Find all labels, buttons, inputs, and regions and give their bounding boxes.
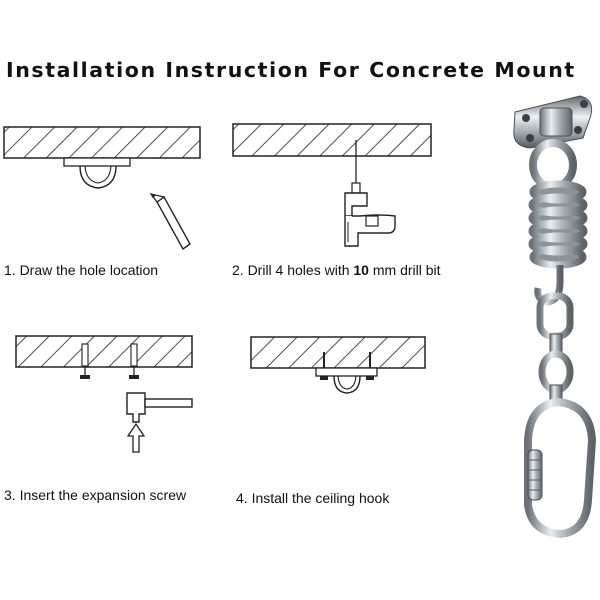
pencil-icon: [149, 193, 191, 251]
step4-illustration: [250, 336, 426, 394]
swing-hanger-product-image: [513, 95, 597, 539]
arrow-up-icon: [126, 422, 146, 453]
drill-icon: [344, 182, 396, 247]
step1-caption: 1. Draw the hole location: [4, 262, 159, 278]
step3-caption: 3. Insert the expansion screw: [4, 487, 187, 503]
step3-illustration: [15, 335, 193, 453]
step2-illustration: [232, 123, 432, 247]
expansion-screw-icon: [80, 343, 90, 379]
step4-caption: 4. Install the ceiling hook: [236, 490, 390, 506]
ceiling-hook-icon: [315, 352, 378, 394]
step2-caption-before: 2. Drill 4 holes with: [232, 262, 354, 278]
expansion-screw-icon: [129, 343, 139, 379]
step2-caption-after: mm drill bit: [368, 262, 441, 278]
step2-caption-size: 10: [353, 262, 369, 278]
step1-illustration: [3, 126, 201, 251]
page-title: Installation Instruction For Concrete Mo…: [6, 58, 576, 82]
hammer-icon: [126, 392, 193, 423]
step2-caption: 2. Drill 4 holes with 10 mm drill bit: [232, 261, 477, 280]
